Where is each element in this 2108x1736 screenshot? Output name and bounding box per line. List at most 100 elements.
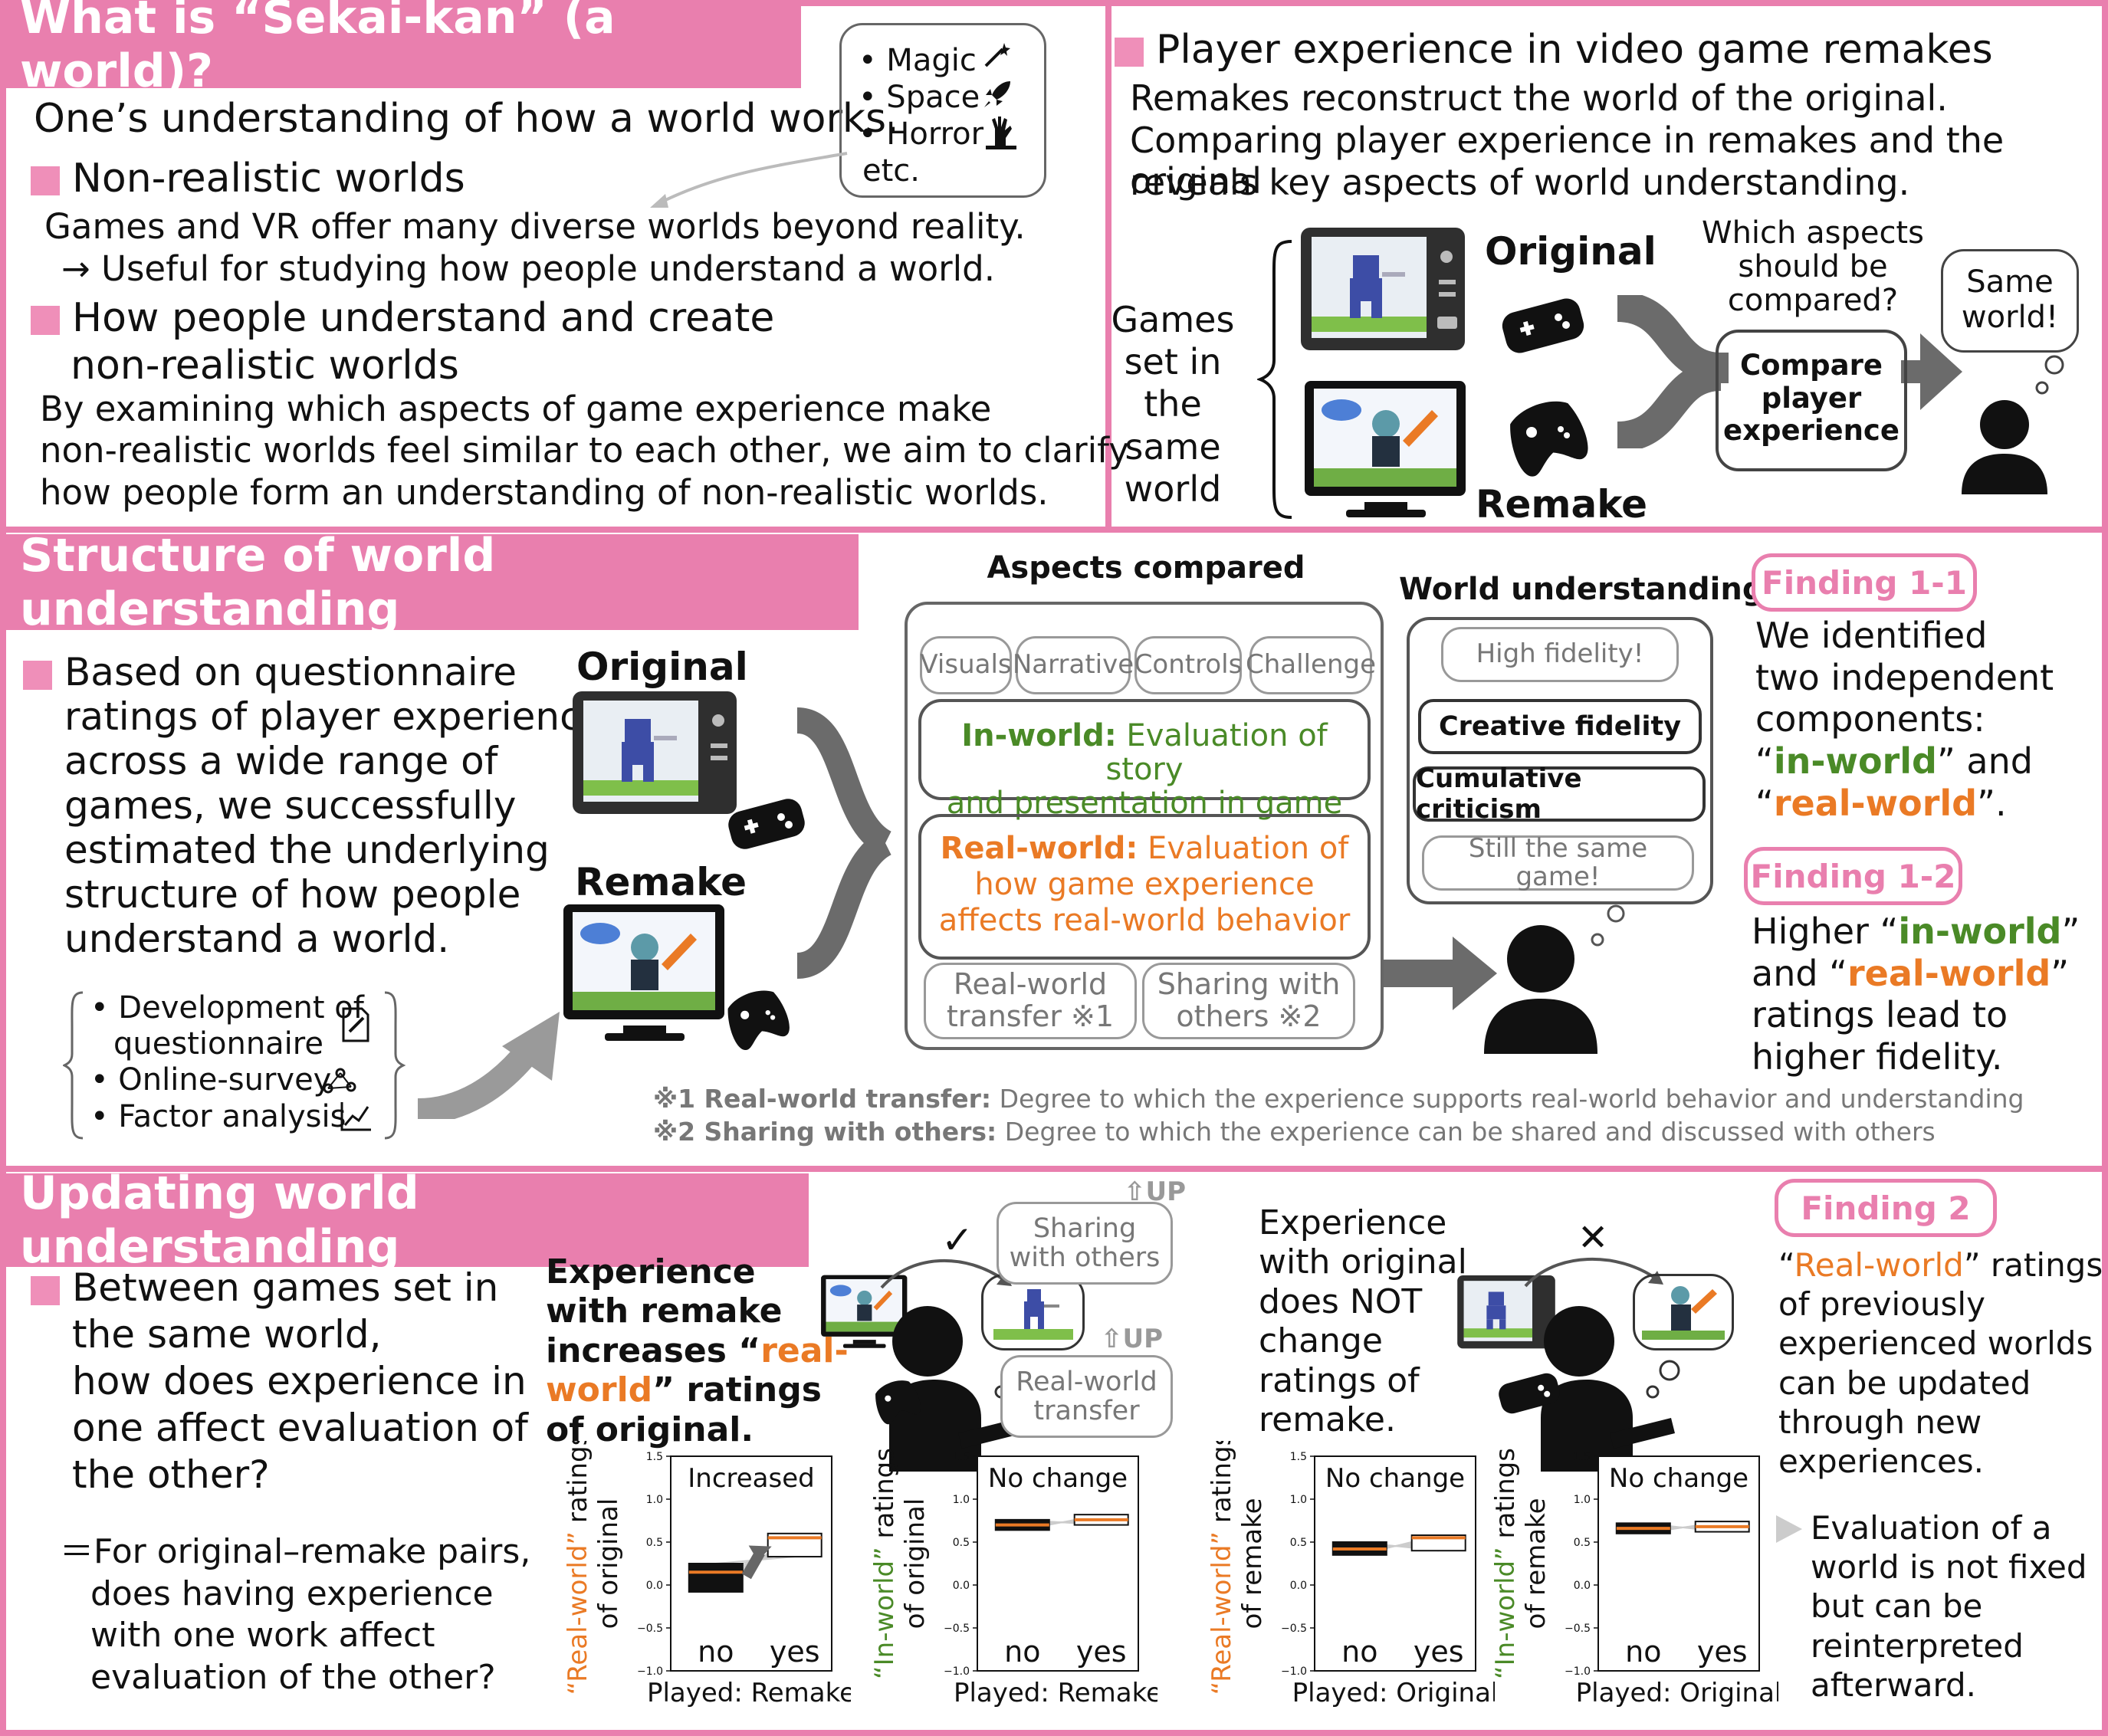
chart-icon bbox=[340, 1102, 371, 1131]
wu-creative-fidelity: Creative fidelity bbox=[1418, 699, 1702, 754]
y-tick-label: 0.5 bbox=[953, 1537, 970, 1549]
network-icon bbox=[323, 1068, 356, 1094]
y-tick-label: 1.5 bbox=[1574, 1451, 1591, 1463]
aspect-narrative: Narrative bbox=[1013, 636, 1134, 694]
how-heading-2: non-realistic worlds bbox=[71, 343, 459, 389]
y-tick-label: 0.0 bbox=[646, 1580, 663, 1592]
y-tick-label: 1.0 bbox=[1574, 1494, 1591, 1506]
wu-thought-dots bbox=[1591, 904, 1625, 947]
box-no bbox=[688, 1563, 744, 1593]
y-tick-label: 1.0 bbox=[646, 1494, 663, 1506]
controller-icon bbox=[1510, 401, 1588, 477]
y-axis-label-line1: “In-world” ratings bbox=[869, 1448, 900, 1679]
finding-2-note: Evaluation of a world is not fixed but c… bbox=[1811, 1509, 2087, 1704]
y-tick-label: 0.0 bbox=[953, 1580, 970, 1592]
chart-title: No change bbox=[988, 1463, 1128, 1494]
genre-space: • Space bbox=[859, 80, 980, 115]
y-tick-label: 0.5 bbox=[1574, 1537, 1591, 1549]
check-mark: ✓ bbox=[941, 1218, 974, 1262]
same-world-bubble bbox=[1941, 249, 2079, 353]
heading-square-icon bbox=[31, 306, 60, 335]
question-text: Which aspects should be compared? bbox=[1702, 215, 1924, 318]
finding-1-1-badge: Finding 1-1 bbox=[1752, 553, 1977, 612]
aspect-controls: Controls bbox=[1134, 636, 1242, 694]
up-label-transfer: ⇧UP bbox=[1101, 1324, 1164, 1354]
x-axis-label: Played: Remake bbox=[647, 1678, 851, 1708]
aspects-title: Aspects compared bbox=[987, 550, 1305, 586]
orig-exp-thought-box bbox=[1633, 1274, 1734, 1350]
x-axis-label: Played: Remake bbox=[954, 1678, 1157, 1708]
chart-title: Increased bbox=[688, 1463, 814, 1494]
how-body-3: how people form an understanding of non-… bbox=[40, 472, 1049, 513]
wu-box bbox=[1407, 617, 1713, 904]
finding-2-triangle-icon bbox=[1776, 1515, 1802, 1543]
nonrealistic-heading: Non-realistic worlds bbox=[31, 156, 465, 202]
wu-person-icon bbox=[1484, 925, 1597, 1054]
note-2: ※2 Sharing with others: Degree to which … bbox=[653, 1117, 1936, 1147]
finding-1-2-text: Higher “in-world” and “real-world” ratin… bbox=[1752, 911, 2080, 1078]
genre-magic: • Magic bbox=[859, 43, 977, 78]
wu-cumulative-criticism: Cumulative criticism bbox=[1413, 763, 1706, 825]
remakes-body-1: Remakes reconstruct the world of the ori… bbox=[1130, 77, 1948, 119]
bubble-realworld-transfer: Real-world transfer bbox=[1000, 1355, 1173, 1438]
update-question: Between games set in the same world, how… bbox=[31, 1265, 528, 1498]
orig-exp-gamepad bbox=[1499, 1373, 1560, 1414]
how-body-2: non-realistic worlds feel similar to eac… bbox=[40, 430, 1129, 471]
aspects-box bbox=[905, 602, 1384, 1050]
section1-title: What is “Sekai-kan” (a world)? bbox=[0, 0, 801, 98]
remakes-original-label: Original bbox=[1485, 229, 1657, 274]
y-tick-label: 0.0 bbox=[1290, 1580, 1307, 1592]
definition-text: One’s understanding of how a world works… bbox=[34, 96, 899, 142]
structure-remake-monitor-icon bbox=[563, 904, 724, 1041]
y-tick-label: −1.0 bbox=[1565, 1665, 1591, 1678]
remake-monitor-icon bbox=[1305, 381, 1466, 517]
methods-arrow bbox=[417, 1012, 560, 1119]
methods-list: • Development of questionnaire • Online-… bbox=[90, 990, 364, 1134]
orig-exp-remake-sprite bbox=[1642, 1286, 1725, 1340]
y-tick-label: 1.5 bbox=[1290, 1451, 1307, 1463]
how-heading: How people understand and create bbox=[31, 295, 774, 342]
how-body-1: By examining which aspects of game exper… bbox=[40, 389, 992, 429]
remake-experience-text: Experience with remake increases “real- … bbox=[546, 1252, 849, 1449]
up-label-sharing: ⇧UP bbox=[1124, 1176, 1187, 1207]
gamepad-icon bbox=[1502, 298, 1584, 353]
person-icon bbox=[1962, 400, 2047, 494]
nonrealistic-body-2: → Useful for studying how people underst… bbox=[61, 248, 996, 289]
finding-2-badge: Finding 2 bbox=[1775, 1179, 1997, 1237]
aspect-visuals: Visuals bbox=[920, 636, 1012, 694]
structure-merge-brace bbox=[796, 707, 892, 979]
finding-2-text: “Real-world” ratings of previously exper… bbox=[1778, 1246, 2103, 1481]
y-axis-label-line2: of original bbox=[900, 1498, 931, 1629]
x-category-label: yes bbox=[1697, 1635, 1748, 1669]
y-tick-label: −1.0 bbox=[944, 1665, 970, 1678]
heading-square-icon bbox=[31, 166, 60, 195]
remake-exp-controller bbox=[875, 1380, 921, 1425]
x-category-label: no bbox=[1341, 1635, 1377, 1669]
y-tick-label: −0.5 bbox=[944, 1623, 970, 1635]
structure-original-tv-icon bbox=[573, 691, 737, 814]
chart-title: No change bbox=[1609, 1463, 1748, 1494]
aspect-realworld-transfer: Real-world transfer ※1 bbox=[924, 963, 1137, 1039]
y-tick-label: 0.5 bbox=[646, 1537, 663, 1549]
note-1: ※1 Real-world transfer: Degree to which … bbox=[653, 1084, 2024, 1114]
y-axis-label-line2: of remake bbox=[1237, 1498, 1268, 1629]
wu-title: World understanding bbox=[1399, 572, 1765, 607]
structure-original-label: Original bbox=[576, 645, 748, 689]
increase-arrowhead bbox=[748, 1545, 772, 1561]
y-axis-label-line2: of remake bbox=[1521, 1498, 1551, 1629]
update-eq: ＝For original–remake pairs, does having … bbox=[60, 1532, 531, 1697]
aspect-sharing-others: Sharing with others ※2 bbox=[1142, 963, 1355, 1039]
thought-dots bbox=[2035, 355, 2064, 395]
x-axis-label: Played: Original bbox=[1576, 1678, 1778, 1708]
genre-box bbox=[839, 23, 1046, 198]
y-axis-label-line1: “In-world” ratings bbox=[1490, 1448, 1521, 1679]
y-tick-label: −0.5 bbox=[1565, 1623, 1591, 1635]
compare-box bbox=[1716, 330, 1907, 471]
nonrealistic-body-1: Games and VR offer many diverse worlds b… bbox=[44, 206, 1026, 247]
orig-exp-person bbox=[1541, 1306, 1680, 1472]
structure-gamepad-icon bbox=[728, 799, 805, 849]
